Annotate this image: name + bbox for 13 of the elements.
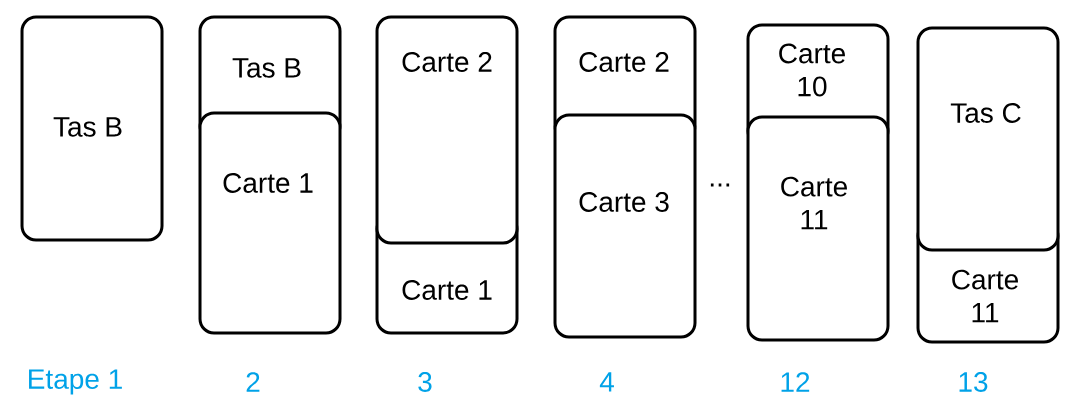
card: Carte 2 [375,15,519,245]
card: Tas B [20,15,164,242]
step-label: 3 [418,372,432,392]
step-label: Etape 1 [29,369,122,395]
card: Tas C [916,26,1060,252]
step-label: 2 [246,372,260,392]
ellipsis: ... [710,183,730,187]
card: Carte 3 [553,113,697,339]
step-label: 12 [781,372,810,392]
card: Carte 11 [746,115,890,342]
card: Carte 1 [198,111,342,335]
step-label: 13 [959,372,988,392]
step-label: 4 [599,372,614,392]
